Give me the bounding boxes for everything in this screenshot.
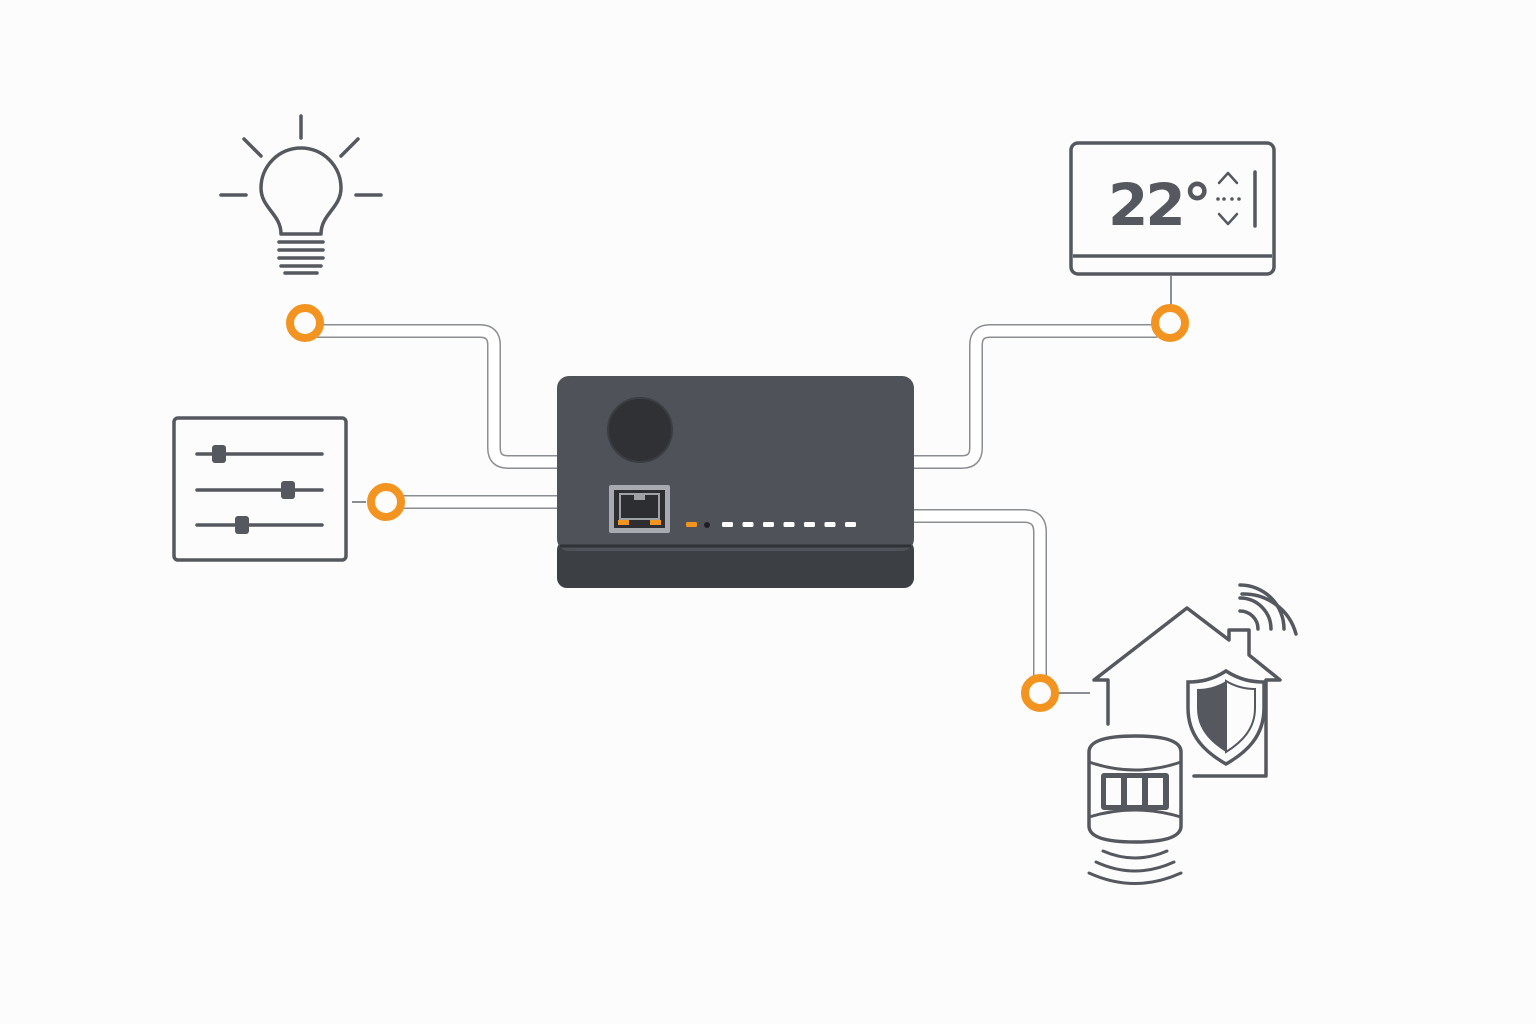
shield-icon [1186, 668, 1266, 767]
status-leds [686, 522, 856, 528]
status-led-4 [742, 522, 754, 527]
home-security-icon[interactable] [1087, 583, 1298, 885]
light-bulb-icon[interactable] [219, 114, 383, 275]
status-led-8 [824, 522, 836, 527]
status-led-9 [845, 522, 856, 527]
slider-knob-2[interactable] [281, 481, 295, 499]
wifi-icon [1238, 609, 1260, 631]
wire-security-to-hub [905, 509, 1047, 683]
status-led-6 [783, 522, 795, 527]
slider-knob-3[interactable] [235, 516, 249, 534]
hub-button[interactable] [607, 397, 673, 463]
status-led-1 [686, 522, 697, 527]
slider-knob-1[interactable] [212, 445, 226, 463]
motion-sensor-icon [1087, 734, 1183, 885]
sliders-panel-icon[interactable] [172, 416, 348, 562]
house-outline [1092, 606, 1282, 778]
ethernet-port-icon[interactable] [609, 485, 670, 533]
connection-wires [311, 276, 1172, 694]
status-led-3 [722, 522, 733, 527]
hub-device[interactable] [557, 376, 914, 588]
node-light[interactable] [286, 304, 324, 342]
thermostat-dots [1216, 197, 1241, 201]
wire-light-to-hub [311, 324, 567, 469]
status-led-2 [704, 522, 710, 528]
status-led-5 [763, 522, 774, 527]
node-security[interactable] [1021, 674, 1059, 712]
thermostat-temperature: 22° [1108, 171, 1209, 239]
chevron-up-icon[interactable] [1217, 171, 1239, 185]
node-thermostat[interactable] [1151, 304, 1189, 342]
status-led-7 [804, 522, 815, 527]
wire-thermostat-to-hub [905, 324, 1162, 469]
hub-base [557, 540, 914, 588]
node-controls[interactable] [367, 483, 405, 521]
connection-nodes [286, 304, 1189, 712]
thermostat-icon[interactable]: 22° [1069, 141, 1276, 276]
chevron-down-icon[interactable] [1217, 212, 1239, 226]
